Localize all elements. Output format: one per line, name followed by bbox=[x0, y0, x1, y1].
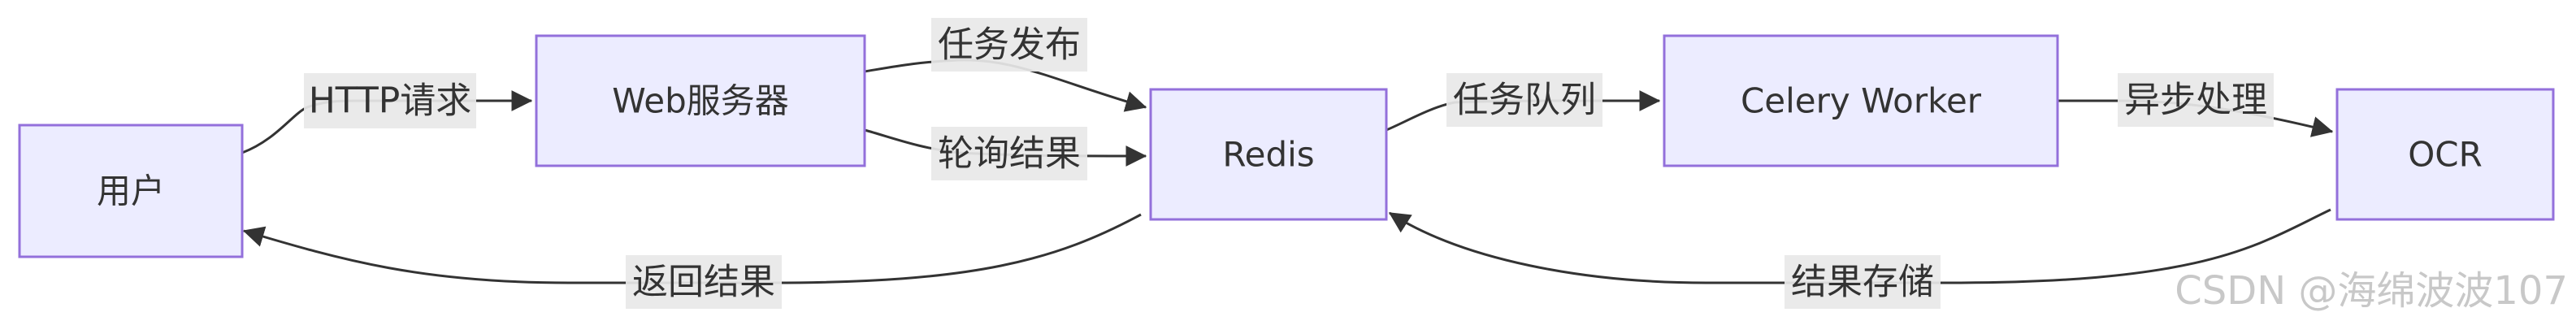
node-ocr: OCR bbox=[2335, 88, 2555, 221]
svg-text:返回结果: 返回结果 bbox=[632, 262, 775, 303]
edge-label-task-publish: 任务发布 bbox=[931, 18, 1087, 72]
node-user-label: 用户 bbox=[97, 171, 165, 211]
node-user: 用户 bbox=[18, 124, 244, 258]
svg-text:轮询结果: 轮询结果 bbox=[938, 133, 1081, 175]
svg-text:任务发布: 任务发布 bbox=[938, 24, 1081, 66]
edge-ocr-to-redis bbox=[1388, 208, 2331, 284]
node-ocr-label: OCR bbox=[2408, 135, 2483, 175]
node-web-server-label: Web服务器 bbox=[612, 81, 789, 121]
node-redis: Redis bbox=[1149, 88, 1388, 221]
svg-text:任务队列: 任务队列 bbox=[1453, 80, 1596, 121]
edge-label-async-processing: 异步处理 bbox=[2118, 73, 2274, 127]
edge-label-http-request: HTTP请求 bbox=[304, 73, 476, 128]
svg-text:结果存储: 结果存储 bbox=[1791, 262, 1934, 303]
edge-label-task-queue: 任务队列 bbox=[1446, 73, 1602, 127]
watermark: CSDN @海绵波波107 bbox=[2175, 268, 2568, 314]
node-celery-worker: Celery Worker bbox=[1663, 34, 2059, 167]
svg-text:异步处理: 异步处理 bbox=[2124, 80, 2267, 121]
node-celery-worker-label: Celery Worker bbox=[1741, 81, 1982, 121]
edge-label-return-result: 返回结果 bbox=[626, 255, 782, 309]
node-redis-label: Redis bbox=[1222, 135, 1314, 175]
edge-label-poll-result: 轮询结果 bbox=[931, 127, 1087, 180]
node-web-server: Web服务器 bbox=[535, 34, 866, 167]
svg-text:HTTP请求: HTTP请求 bbox=[309, 80, 472, 122]
edge-label-result-storage: 结果存储 bbox=[1785, 255, 1941, 309]
